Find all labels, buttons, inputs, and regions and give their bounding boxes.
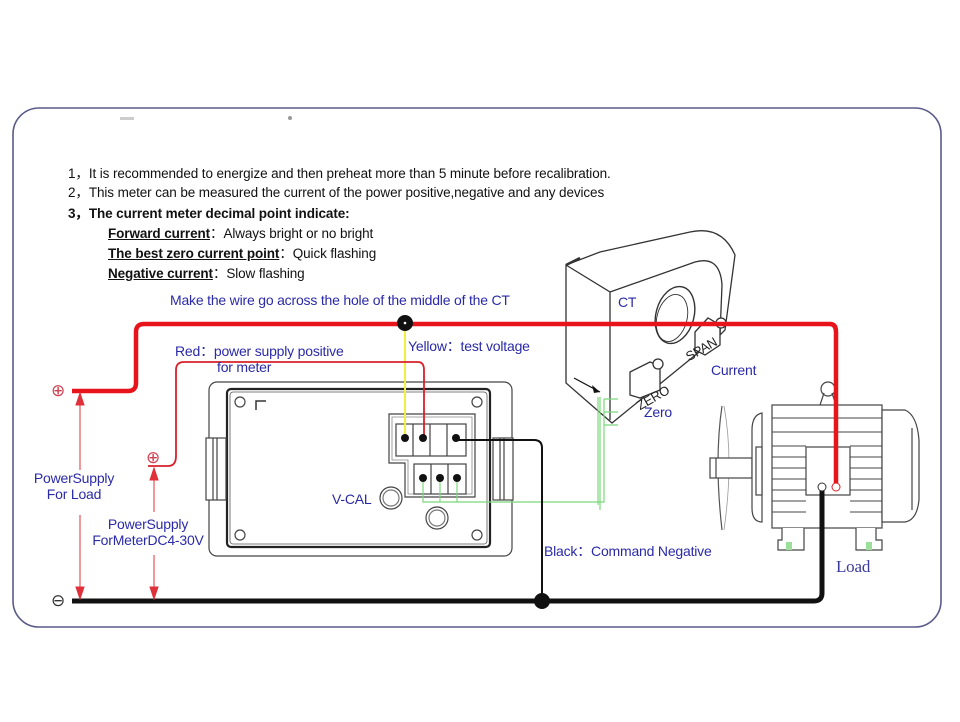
label-load: Load <box>836 557 871 576</box>
note-3: 3，The current meter decimal point indica… <box>68 206 350 221</box>
plus-load-icon: ⊕ <box>51 381 66 400</box>
current-transformer <box>565 230 736 424</box>
motor-cooling-fins <box>772 417 882 513</box>
frame-artifact <box>288 116 292 120</box>
meter-positive-wire <box>148 361 425 467</box>
main-negative-wire <box>72 490 825 604</box>
meter-body <box>225 387 492 549</box>
label-black-wire: Black：Command Negative <box>544 543 712 559</box>
screw-icon <box>471 529 483 541</box>
screw-icon <box>234 529 246 541</box>
motor-load <box>709 381 920 551</box>
label-power-load: PowerSupply For Load <box>33 470 115 502</box>
label-current: Current <box>711 362 757 378</box>
label-ct: CT <box>618 294 637 310</box>
frame-artifact <box>120 117 134 120</box>
label-zero: Zero <box>644 404 672 420</box>
minus-icon: ⊖ <box>51 591 66 610</box>
label-power-meter: PowerSupply ForMeterDC4-30V <box>92 516 204 548</box>
meter-clip-right <box>492 437 514 501</box>
panel-meter <box>205 381 514 557</box>
frame-border <box>12 107 942 628</box>
plus-meter-icon: ⊕ <box>146 448 161 467</box>
label-red-wire: Red：power supply positive <box>175 343 344 359</box>
indication-negative: Negative current：Slow flashing <box>108 266 305 281</box>
label-v-cal: V-CAL <box>332 491 372 507</box>
note-2: 2，This meter can be measured the current… <box>68 185 605 200</box>
meter-clip-left <box>205 437 227 501</box>
motor-terminal-negative <box>817 482 827 492</box>
green-wire <box>422 397 618 510</box>
junction-dot <box>534 593 550 609</box>
label-yellow-wire: Yellow：test voltage <box>408 338 530 354</box>
main-positive-wire <box>72 321 839 487</box>
label-red-wire-2: for meter <box>217 359 272 375</box>
indication-forward: Forward current：Always bright or no brig… <box>108 226 374 241</box>
dimension-arrows <box>75 391 159 601</box>
indication-zero: The best zero current point：Quick flashi… <box>108 246 377 261</box>
note-1: 1，It is recommended to energize and then… <box>68 166 611 181</box>
terminal-dots <box>401 434 461 482</box>
screw-icon <box>471 396 483 408</box>
screw-icon <box>234 396 246 408</box>
label-wire-across-ct: Make the wire go across the hole of the … <box>170 292 510 308</box>
command-negative-wire <box>456 439 543 601</box>
motor-terminal-positive <box>831 482 841 492</box>
